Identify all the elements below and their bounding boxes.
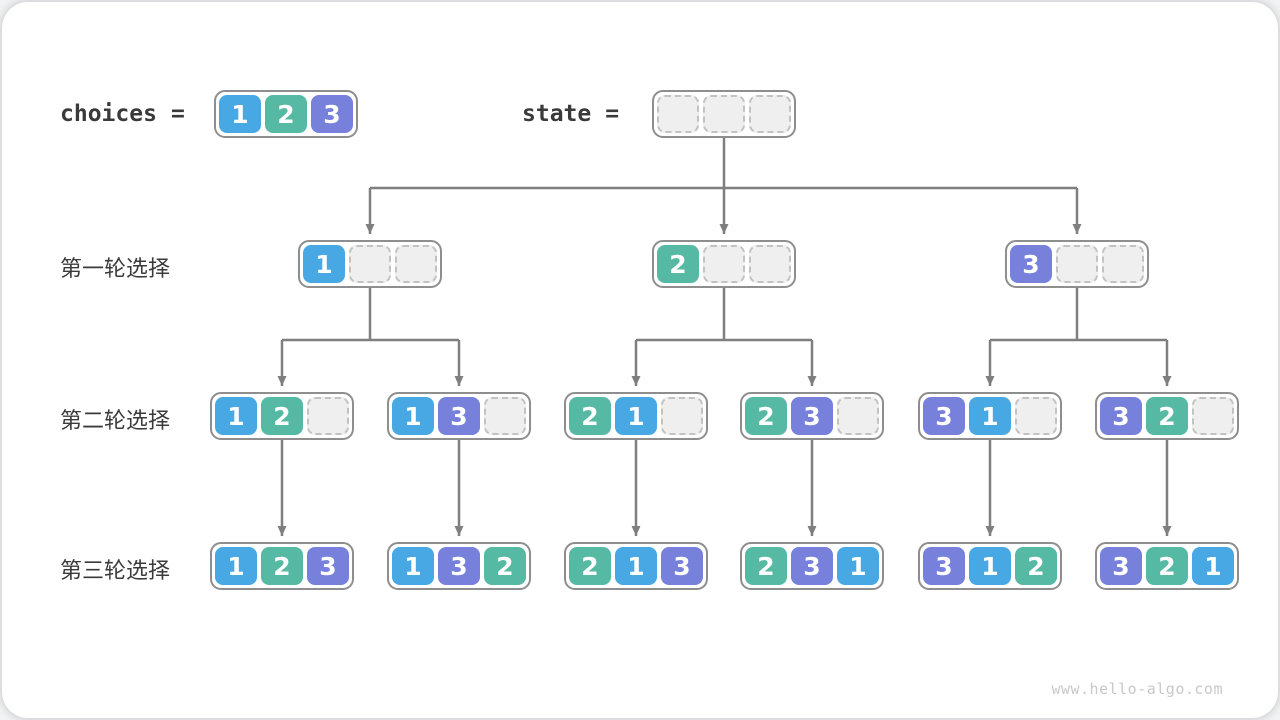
connector-root-to-round1 [365, 138, 1082, 234]
value-cell-2: 2 [484, 547, 526, 585]
value-cell-2: 2 [265, 95, 307, 133]
value-cell-2: 2 [1146, 547, 1188, 585]
round1-state-box-1: 1 [298, 240, 442, 288]
value-cell-1: 1 [615, 547, 657, 585]
value-cell-3: 3 [307, 547, 349, 585]
value-cell-1: 1 [215, 547, 257, 585]
value-cell-3: 3 [791, 397, 833, 435]
empty-cell [349, 245, 391, 283]
empty-cell [703, 245, 745, 283]
round1-label: 第一轮选择 [60, 256, 171, 281]
value-cell-3: 3 [661, 547, 703, 585]
value-cell-1: 1 [215, 397, 257, 435]
value-cell-1: 1 [392, 547, 434, 585]
value-cell-1: 1 [392, 397, 434, 435]
state-array-box [652, 90, 796, 138]
empty-cell [837, 397, 879, 435]
value-cell-1: 1 [837, 547, 879, 585]
empty-cell [484, 397, 526, 435]
value-cell-3: 3 [1010, 245, 1052, 283]
watermark: www.hello-algo.com [1051, 680, 1223, 698]
empty-cell [661, 397, 703, 435]
value-cell-3: 3 [923, 547, 965, 585]
value-cell-1: 1 [615, 397, 657, 435]
value-cell-3: 3 [1100, 397, 1142, 435]
value-cell-2: 2 [745, 547, 787, 585]
value-cell-3: 3 [1100, 547, 1142, 585]
empty-cell [657, 95, 699, 133]
value-cell-2: 2 [261, 397, 303, 435]
value-cell-3: 3 [311, 95, 353, 133]
value-cell-3: 3 [438, 397, 480, 435]
value-cell-2: 2 [657, 245, 699, 283]
empty-cell [703, 95, 745, 133]
connector-round2-to-round3 [277, 440, 1172, 536]
value-cell-3: 3 [791, 547, 833, 585]
value-cell-2: 2 [569, 547, 611, 585]
value-cell-2: 2 [569, 397, 611, 435]
value-cell-3: 3 [923, 397, 965, 435]
value-cell-3: 3 [438, 547, 480, 585]
empty-cell [749, 95, 791, 133]
connector-round1-to-round2 [277, 288, 1172, 386]
round2-label: 第二轮选择 [60, 408, 171, 433]
empty-cell [1102, 245, 1144, 283]
equals-sign: = [170, 101, 185, 127]
empty-cell [749, 245, 791, 283]
state-header: state = [522, 90, 619, 138]
choices-label: choices [60, 101, 157, 127]
value-cell-1: 1 [969, 547, 1011, 585]
round3-label: 第三轮选择 [60, 558, 171, 583]
value-cell-2: 2 [745, 397, 787, 435]
equals-sign: = [605, 101, 620, 127]
state-label: state [522, 101, 592, 127]
empty-cell [1056, 245, 1098, 283]
round1-state-box-3: 3 [1005, 240, 1149, 288]
value-cell-1: 1 [969, 397, 1011, 435]
empty-cell [1015, 397, 1057, 435]
value-cell-2: 2 [1146, 397, 1188, 435]
value-cell-2: 2 [261, 547, 303, 585]
choices-header: choices = [60, 90, 185, 138]
value-cell-1: 1 [303, 245, 345, 283]
empty-cell [307, 397, 349, 435]
round1-state-box-2: 2 [652, 240, 796, 288]
value-cell-1: 1 [219, 95, 261, 133]
empty-cell [395, 245, 437, 283]
value-cell-2: 2 [1015, 547, 1057, 585]
value-cell-1: 1 [1192, 547, 1234, 585]
empty-cell [1192, 397, 1234, 435]
